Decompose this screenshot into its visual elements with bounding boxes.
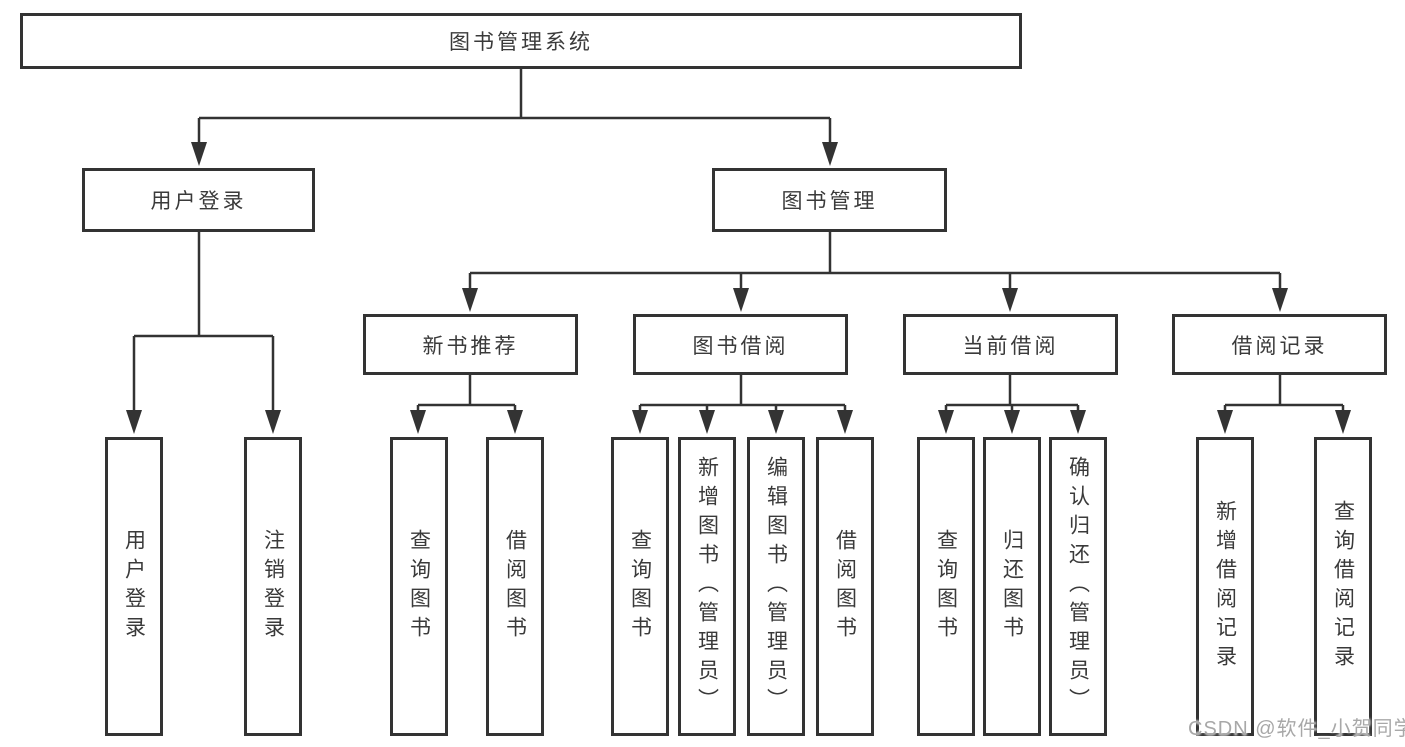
leaf-current-confirm-return-admin: 确认归还（管理员） [1049,437,1107,736]
leaf-recommend-query-books: 查询图书 [390,437,448,736]
node-label: 新书推荐 [422,334,519,358]
leaf-borrowing-query-books: 查询图书 [611,437,669,736]
leaf-current-query-books: 查询图书 [917,437,975,736]
node-label: 图书借阅 [692,334,789,358]
leaf-label: 查询图书 [628,528,652,645]
leaf-label: 查询借阅记录 [1331,499,1355,674]
leaf-borrowing-add-books-admin: 新增图书（管理员） [678,437,736,736]
csdn-watermark: CSDN @软件_小贺同学 [1188,718,1405,740]
leaf-label: 新增图书（管理员） [695,456,719,717]
node-book-borrowing: 图书借阅 [633,314,848,375]
leaf-recommend-borrow-books: 借阅图书 [486,437,544,736]
node-label: 借阅记录 [1231,334,1328,358]
leaf-records-query-record: 查询借阅记录 [1314,437,1372,736]
node-label: 用户登录 [150,190,247,213]
node-new-book-recommend: 新书推荐 [363,314,578,375]
leaf-borrowing-edit-books-admin: 编辑图书（管理员） [747,437,805,736]
leaf-label: 注销登录 [261,528,285,645]
node-borrowing-records: 借阅记录 [1172,314,1387,375]
node-book-management: 图书管理 [712,168,947,232]
leaf-label: 借阅图书 [503,528,527,645]
leaf-label: 确认归还（管理员） [1066,456,1090,717]
leaf-label: 用户登录 [122,528,146,645]
leaf-current-return-books: 归还图书 [983,437,1041,736]
leaf-borrowing-borrow-books: 借阅图书 [816,437,874,736]
node-library-management-system: 图书管理系统 [20,13,1022,69]
node-label: 图书管理 [781,190,878,213]
leaf-label: 归还图书 [1000,528,1024,645]
leaf-label: 编辑图书（管理员） [764,456,788,717]
leaf-label: 查询图书 [934,528,958,645]
node-user-login: 用户登录 [82,168,315,232]
node-label: 图书管理系统 [449,31,593,54]
leaf-label: 查询图书 [407,528,431,645]
leaf-label: 借阅图书 [833,528,857,645]
leaf-label: 新增借阅记录 [1213,499,1237,674]
node-current-borrowing: 当前借阅 [903,314,1118,375]
node-label: 当前借阅 [962,334,1059,358]
leaf-records-add-record: 新增借阅记录 [1196,437,1254,736]
leaf-logout: 注销登录 [244,437,302,736]
leaf-user-login: 用户登录 [105,437,163,736]
